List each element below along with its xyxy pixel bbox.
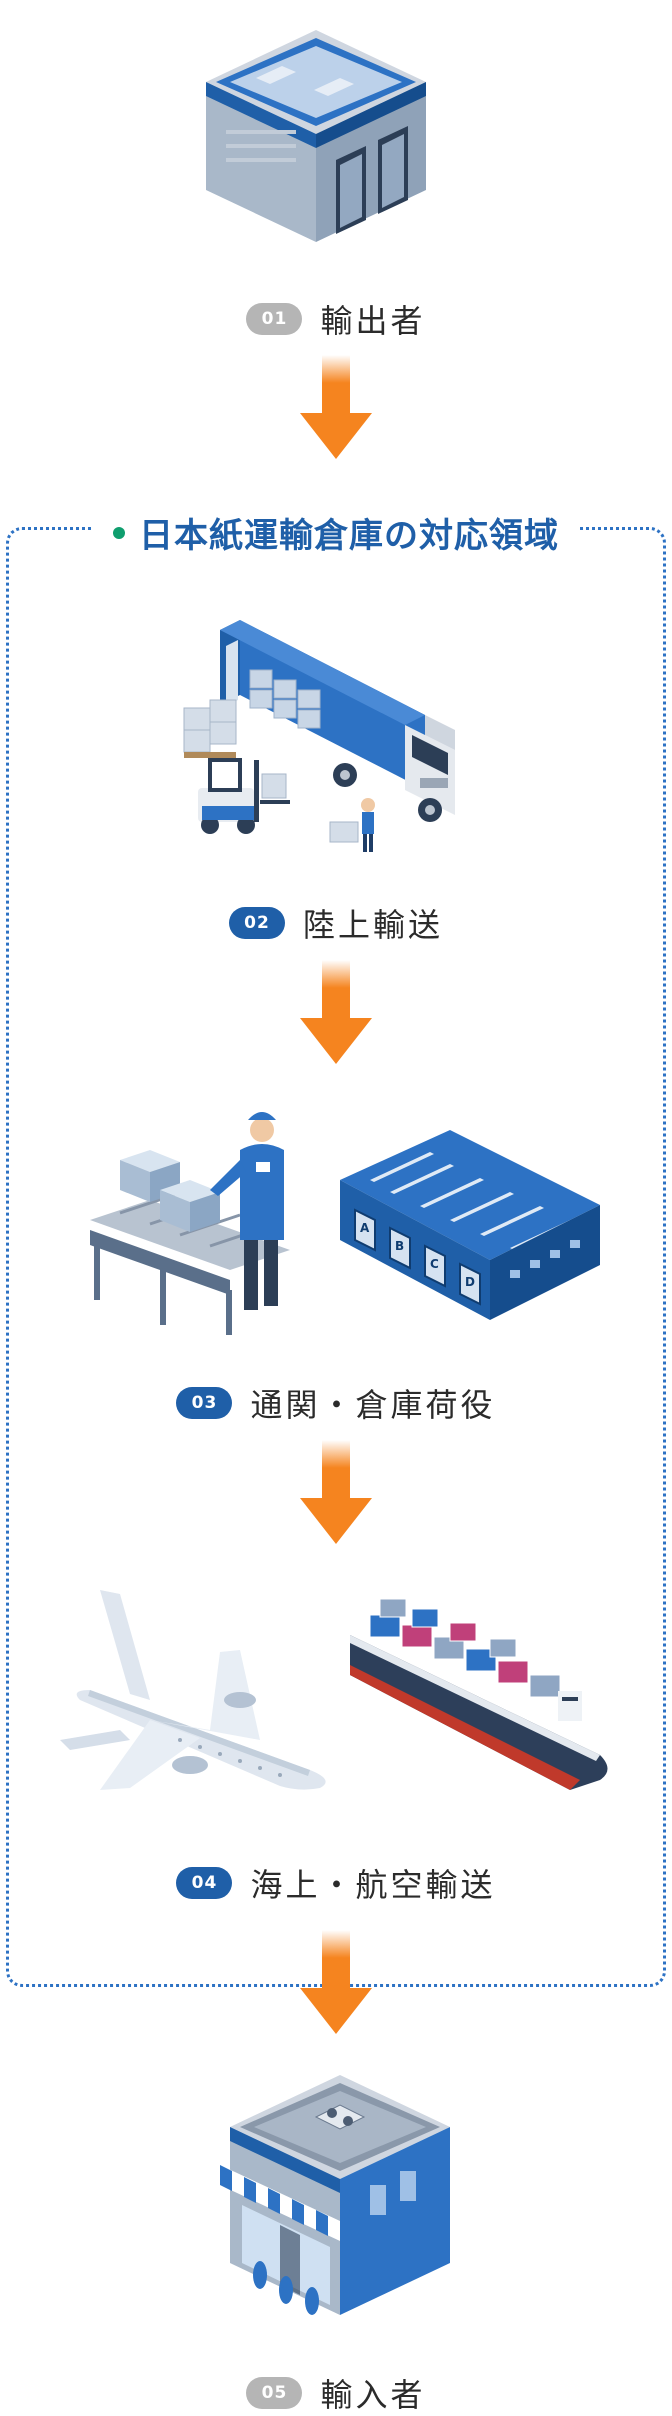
step-number-badge: 04 <box>176 1867 233 1899</box>
step-04: 04 海上・航空輸送 <box>0 1860 672 1906</box>
bullet-dot-icon <box>113 526 125 539</box>
step-01: 01 輸出者 <box>0 296 672 342</box>
scope-title-text: 日本紙運輸倉庫の対応領域 <box>139 516 559 556</box>
step-05: 05 輸入者 <box>0 2370 672 2416</box>
scope-title: 日本紙運輸倉庫の対応領域 <box>0 508 672 557</box>
svg-text:D: D <box>465 1275 475 1289</box>
exporter-building-icon <box>206 30 426 242</box>
step-number-badge: 03 <box>176 1387 233 1419</box>
flow-arrow-icon <box>300 1930 372 2034</box>
airplane-icon <box>60 1590 326 1790</box>
step-number-badge: 01 <box>246 303 303 335</box>
svg-text:C: C <box>430 1257 439 1271</box>
flow-arrow-icon <box>300 355 372 459</box>
step-number-badge: 05 <box>246 2377 303 2409</box>
flow-arrow-icon <box>300 960 372 1064</box>
step-label: 海上・航空輸送 <box>250 1866 496 1904</box>
step-label: 輸出者 <box>320 302 426 340</box>
step-label: 輸入者 <box>320 2376 426 2414</box>
step-label: 通関・倉庫荷役 <box>250 1386 496 1424</box>
step-03: 03 通関・倉庫荷役 <box>0 1380 672 1426</box>
step-02: 02 陸上輸送 <box>0 900 672 946</box>
svg-text:A: A <box>360 1221 370 1235</box>
step-number-badge: 02 <box>228 907 285 939</box>
flow-arrow-icon <box>300 1440 372 1544</box>
conveyor-worker-icon <box>90 1112 290 1335</box>
truck-forklift-icon <box>183 620 455 852</box>
store-icon <box>220 2075 450 2315</box>
svg-text:B: B <box>395 1239 404 1253</box>
warehouse-abcd-icon: A B C D <box>340 1130 600 1320</box>
step-label: 陸上輸送 <box>302 906 443 944</box>
cargo-ship-icon <box>350 1598 608 1790</box>
